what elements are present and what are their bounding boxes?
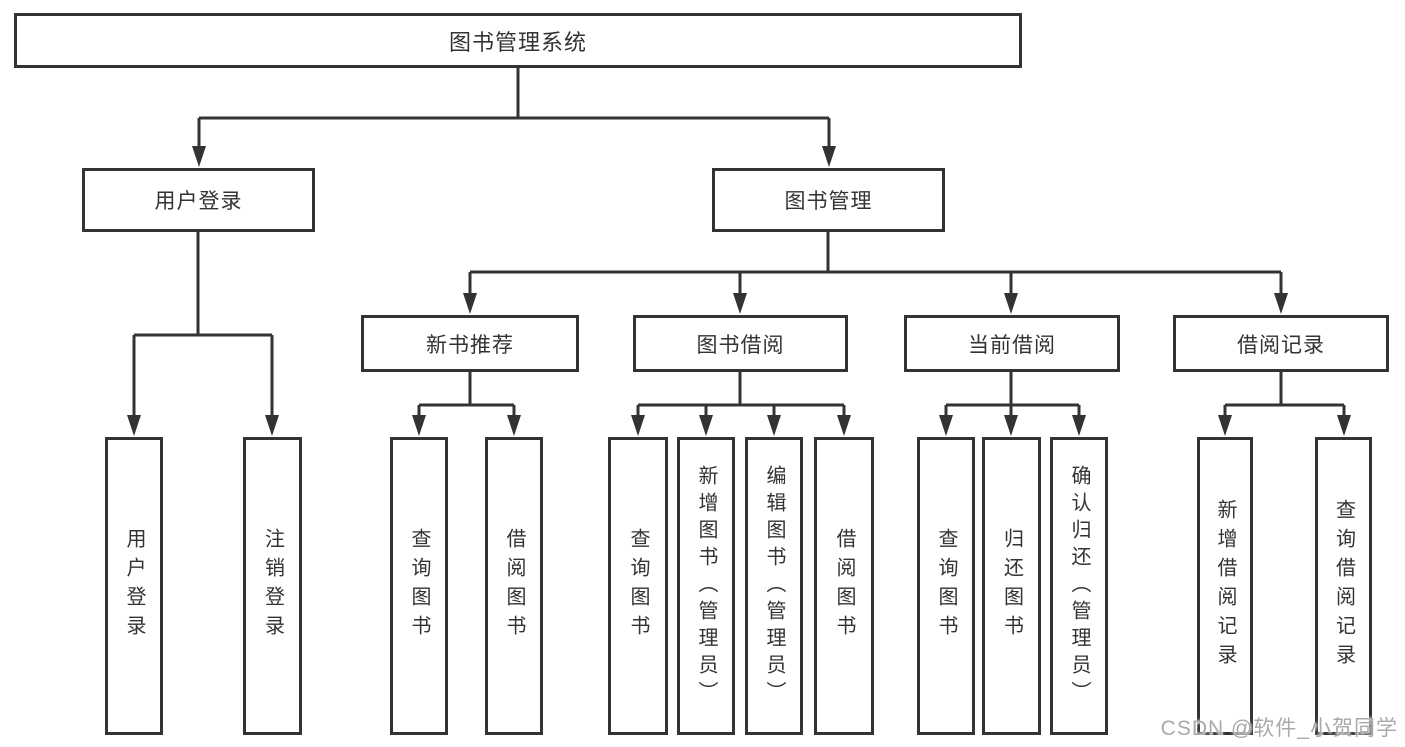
leaf-borrow-edit-books-admin: 编辑图书（管理员） xyxy=(745,437,803,735)
leaf-logout-login: 注销登录 xyxy=(243,437,302,735)
leaf-current-return-books: 归还图书 xyxy=(982,437,1041,735)
leaf-borrow-add-books-admin: 新增图书（管理员） xyxy=(677,437,735,735)
node-current-borrowing: 当前借阅 xyxy=(904,315,1120,372)
leaf-records-query-record: 查询借阅记录 xyxy=(1315,437,1372,735)
leaf-newrec-query-books: 查询图书 xyxy=(390,437,448,735)
leaf-records-add-record: 新增借阅记录 xyxy=(1197,437,1253,735)
node-user-login: 用户登录 xyxy=(82,168,315,232)
csdn-watermark: CSDN @软件_小贺同学 xyxy=(1160,717,1398,740)
leaf-current-confirm-return-admin: 确认归还（管理员） xyxy=(1050,437,1108,735)
node-borrowing-records: 借阅记录 xyxy=(1173,315,1389,372)
leaf-borrow-borrow-books: 借阅图书 xyxy=(814,437,874,735)
node-library-system: 图书管理系统 xyxy=(14,13,1022,68)
leaf-user-login: 用户登录 xyxy=(105,437,163,735)
node-book-borrowing: 图书借阅 xyxy=(633,315,848,372)
node-book-management: 图书管理 xyxy=(712,168,945,232)
leaf-borrow-query-books: 查询图书 xyxy=(608,437,668,735)
leaf-newrec-borrow-books: 借阅图书 xyxy=(485,437,543,735)
node-new-book-recommend: 新书推荐 xyxy=(361,315,579,372)
leaf-current-query-books: 查询图书 xyxy=(917,437,975,735)
